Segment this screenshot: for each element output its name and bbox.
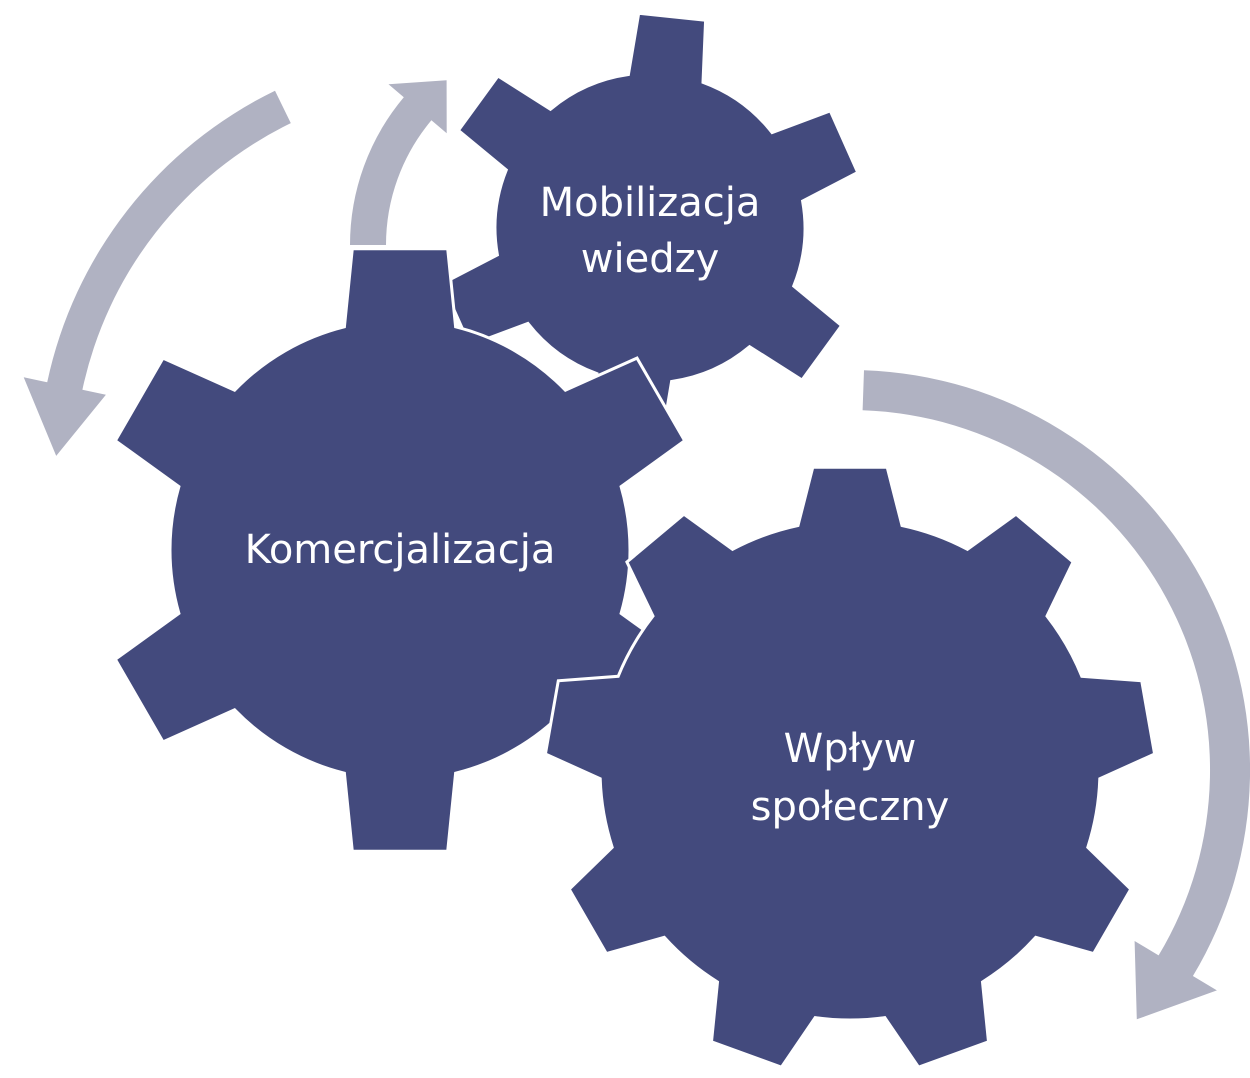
gear-labels: Mobilizacja wiedzy Komercjalizacja Wpływ…	[245, 180, 950, 830]
gear-label-mobilization-line2: wiedzy	[581, 236, 720, 282]
gear-label-social-impact-line1: Wpływ	[784, 726, 917, 772]
curved-arrow-up-icon	[350, 80, 447, 245]
gear-label-commercialization: Komercjalizacja	[245, 527, 556, 573]
gears	[113, 11, 1157, 1070]
gear-mobilization	[440, 11, 860, 445]
cycle-arrows	[23, 80, 1250, 1020]
gear-label-social-impact-line2: społeczny	[751, 784, 950, 830]
gear-commercialization	[113, 247, 687, 853]
gear-social-impact	[543, 465, 1157, 1070]
gear-label-mobilization-line1: Mobilizacja	[540, 180, 761, 226]
curved-arrow-down-icon	[23, 90, 291, 456]
curved-arrow-down-icon	[862, 370, 1250, 1020]
